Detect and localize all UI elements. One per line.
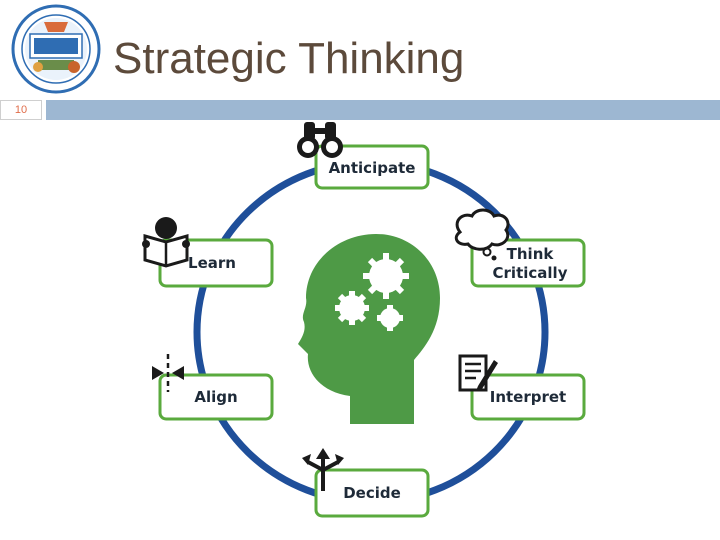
node-decide-label: Decide xyxy=(343,484,401,502)
node-align: Align xyxy=(152,354,274,421)
node-align-label: Align xyxy=(194,388,237,406)
node-learn: Learn xyxy=(142,217,274,288)
node-learn-label: Learn xyxy=(188,254,236,272)
reading-person-icon xyxy=(142,217,190,268)
split-arrows-icon xyxy=(307,458,339,491)
node-anticipate: Anticipate xyxy=(297,122,430,190)
slide-title: Strategic Thinking xyxy=(113,34,465,83)
college-emblem-logo xyxy=(11,4,101,94)
node-interpret-label: Interpret xyxy=(490,388,566,406)
slide-number: 10 xyxy=(14,104,28,116)
align-arrows-icon xyxy=(152,354,184,392)
head-gears-icon xyxy=(298,234,440,424)
node-think-label-line1: Think xyxy=(507,245,555,263)
node-think-label-line2: Critically xyxy=(493,264,568,282)
document-pen-icon xyxy=(458,354,498,392)
header-bar xyxy=(46,100,720,120)
node-decide: Decide xyxy=(302,448,430,518)
thought-bubble-icon xyxy=(454,208,510,261)
node-interpret: Interpret xyxy=(458,354,586,421)
binoculars-icon xyxy=(297,122,343,158)
slide-number-box xyxy=(0,100,42,120)
node-anticipate-label: Anticipate xyxy=(329,159,416,177)
node-think-critically: Think Critically xyxy=(454,208,586,288)
